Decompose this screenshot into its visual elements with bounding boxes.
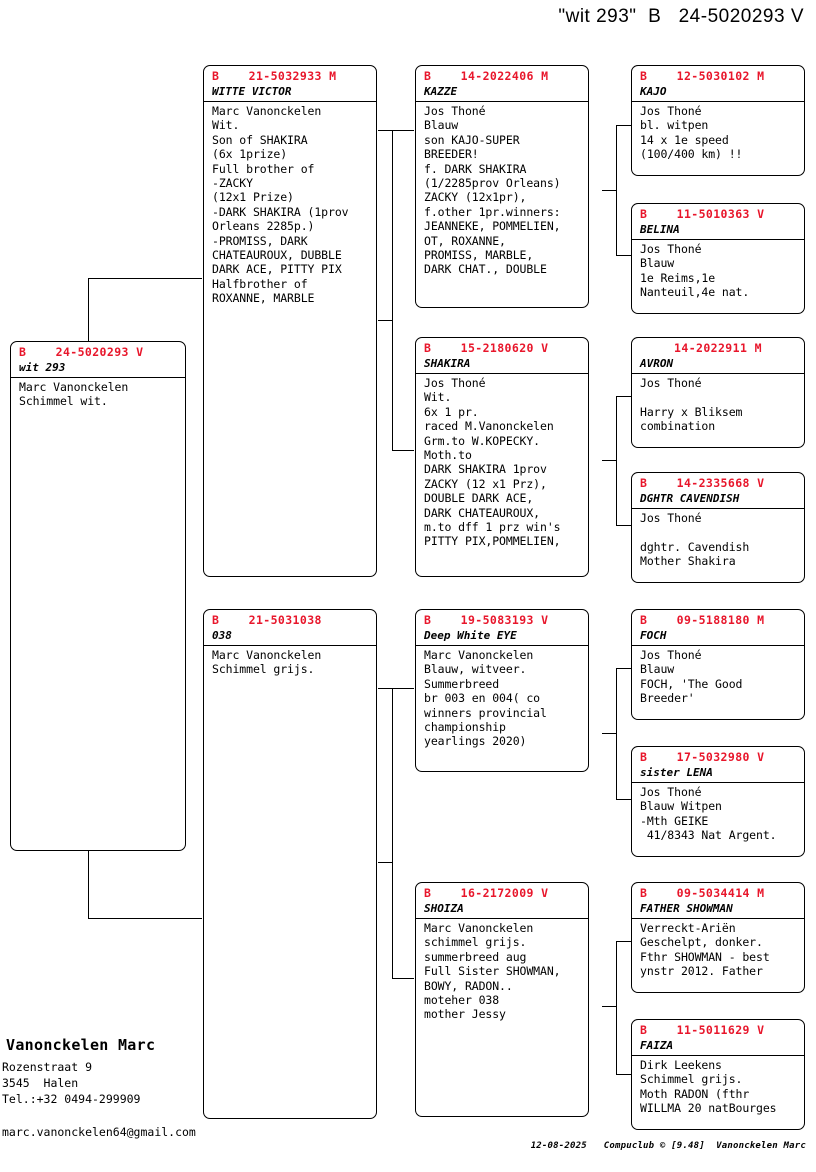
pigeon-details: Jos Thoné Blauw 1e Reims,1e Nanteuil,4e … [640, 242, 750, 300]
pedigree-box-sire-dam[interactable]: B 15-2180620 V SHAKIRA Jos Thoné Wit. 6x… [415, 337, 589, 577]
pigeon-nickname: SHOIZA [416, 901, 588, 919]
ring-number: B 21-5031038 [212, 613, 322, 627]
pigeon-details: Jos Thoné Harry x Bliksem combination [640, 376, 743, 434]
ring-number: B 16-2172009 V [424, 886, 549, 900]
pigeon-nickname: FATHER SHOWMAN [632, 901, 804, 919]
pedigree-box-g4-8[interactable]: B 11-5011629 V FAIZA Dirk Leekens Schimm… [631, 1019, 805, 1130]
pedigree-box-g4-6[interactable]: B 17-5032980 V sister LENA Jos Thoné Bla… [631, 746, 805, 857]
pigeon-nickname: Deep White EYE [416, 628, 588, 646]
pigeon-details: Jos Thoné dghtr. Cavendish Mother Shakir… [640, 511, 750, 569]
pigeon-nickname: SHAKIRA [416, 356, 588, 374]
pigeon-nickname: FOCH [632, 628, 804, 646]
connector-g4-d-vertical [616, 941, 617, 1074]
connector-g4-d-top [616, 941, 636, 942]
pigeon-nickname: WITTE VICTOR [204, 84, 376, 102]
connector-g4-a-stem [602, 190, 616, 191]
pigeon-details: Jos Thoné Blauw son KAJO-SUPER BREEDER! … [424, 104, 561, 277]
ring-number: B 09-5188180 M [640, 613, 765, 627]
ring-number: B 11-5010363 V [640, 207, 765, 221]
pedigree-box-dam[interactable]: B 21-5031038 038 Marc Vanonckelen Schimm… [203, 609, 377, 1119]
print-footer: 12-08-2025 Compuclub © [9.48] Vanonckele… [530, 1141, 806, 1151]
owner-email: marc.vanonckelen64@gmail.com [2, 1125, 196, 1139]
connector-subject-top [88, 278, 202, 279]
pedigree-box-g4-7[interactable]: B 09-5034414 M FATHER SHOWMAN Verreckt-A… [631, 882, 805, 993]
pigeon-details: Marc Vanonckelen Schimmel grijs. [212, 648, 322, 677]
pigeon-nickname: KAZZE [416, 84, 588, 102]
ring-number: B 24-5020293 V [19, 345, 144, 359]
connector-g4-c-top [616, 668, 636, 669]
pigeon-nickname: FAIZA [632, 1038, 804, 1056]
connector-sire-bottom [392, 450, 414, 451]
connector-subject-bottom [88, 918, 202, 919]
connector-g4-c-stem [602, 733, 616, 734]
pigeon-details: Jos Thoné Wit. 6x 1 pr. raced M.Vanoncke… [424, 376, 561, 549]
pedigree-box-g4-3[interactable]: 14-2022911 M AVRON Jos Thoné Harry x Bli… [631, 337, 805, 448]
ring-number: B 15-2180620 V [424, 341, 549, 355]
pigeon-details: Marc Vanonckelen schimmel grijs. summerb… [424, 921, 561, 1022]
pedigree-box-g4-4[interactable]: B 14-2335668 V DGHTR CAVENDISH Jos Thoné… [631, 472, 805, 583]
pedigree-box-dam-dam[interactable]: B 16-2172009 V SHOIZA Marc Vanonckelen s… [415, 882, 589, 1117]
pedigree-box-g4-2[interactable]: B 11-5010363 V BELINA Jos Thoné Blauw 1e… [631, 203, 805, 314]
pigeon-nickname: sister LENA [632, 765, 804, 783]
connector-sire-top [378, 130, 414, 131]
pigeon-details: Marc Vanonckelen Blauw, witveer. Summerb… [424, 648, 547, 749]
pigeon-details: Jos Thoné bl. witpen 14 x 1e speed (100/… [640, 104, 743, 162]
pigeon-details: Jos Thoné Blauw Witpen -Mth GEIKE 41/834… [640, 785, 777, 843]
connector-g4-a-top [616, 125, 636, 126]
ring-number: B 14-2022406 M [424, 69, 549, 83]
connector-dam-top [378, 688, 414, 689]
ring-number: B 14-2335668 V [640, 476, 765, 490]
pigeon-nickname: BELINA [632, 222, 804, 240]
pedigree-box-subject[interactable]: B 24-5020293 V wit 293 Marc Vanonckelen … [10, 341, 186, 851]
ring-number: B 09-5034414 M [640, 886, 765, 900]
connector-sire-stem [378, 320, 392, 321]
pedigree-box-g4-1[interactable]: B 12-5030102 M KAJO Jos Thoné bl. witpen… [631, 65, 805, 176]
connector-g4-b-stem [602, 460, 616, 461]
pigeon-nickname: 038 [204, 628, 376, 646]
ring-number: B 12-5030102 M [640, 69, 765, 83]
connector-g4-b-bottom [616, 525, 636, 526]
pigeon-details: Marc Vanonckelen Schimmel wit. [19, 380, 129, 409]
ring-number: 14-2022911 M [674, 341, 762, 355]
connector-g4-b-top [616, 396, 636, 397]
pedigree-box-sire-sire[interactable]: B 14-2022406 M KAZZE Jos Thoné Blauw son… [415, 65, 589, 308]
page-title: "wit 293" B 24-5020293 V [558, 6, 804, 27]
owner-address: Rozenstraat 9 3545 Halen Tel.:+32 0494-2… [2, 1060, 141, 1106]
pigeon-details: Dirk Leekens Schimmel grijs. Moth RADON … [640, 1058, 777, 1116]
ring-number: B 17-5032980 V [640, 750, 765, 764]
owner-name: Vanonckelen Marc [6, 1036, 156, 1054]
pedigree-box-dam-sire[interactable]: B 19-5083193 V Deep White EYE Marc Vanon… [415, 609, 589, 772]
pigeon-details: Marc Vanonckelen Wit. Son of SHAKIRA (6x… [212, 104, 349, 306]
connector-g4-d-stem [602, 1006, 616, 1007]
pedigree-box-g4-5[interactable]: B 09-5188180 M FOCH Jos Thoné Blauw FOCH… [631, 609, 805, 720]
connector-g4-c-vertical [616, 668, 617, 799]
ring-number: B 19-5083193 V [424, 613, 549, 627]
connector-sire-vertical [392, 130, 393, 450]
pigeon-nickname: KAJO [632, 84, 804, 102]
connector-g4-c-bottom [616, 799, 636, 800]
pigeon-details: Verreckt-Ariën Geschelpt, donker. Fthr S… [640, 921, 770, 979]
connector-g4-a-bottom [616, 255, 636, 256]
pigeon-nickname: DGHTR CAVENDISH [632, 491, 804, 509]
connector-g4-a-vertical [616, 125, 617, 255]
connector-dam-vertical [392, 688, 393, 978]
pigeon-nickname: AVRON [632, 356, 804, 374]
pedigree-box-sire[interactable]: B 21-5032933 M WITTE VICTOR Marc Vanonck… [203, 65, 377, 577]
connector-dam-bottom [392, 978, 414, 979]
pigeon-details: Jos Thoné Blauw FOCH, 'The Good Breeder' [640, 648, 743, 706]
pigeon-nickname: wit 293 [11, 360, 185, 378]
ring-number: B 21-5032933 M [212, 69, 337, 83]
connector-g4-b-vertical [616, 396, 617, 525]
ring-number: B 11-5011629 V [640, 1023, 765, 1037]
connector-g4-d-bottom [616, 1074, 636, 1075]
connector-dam-stem [378, 862, 392, 863]
